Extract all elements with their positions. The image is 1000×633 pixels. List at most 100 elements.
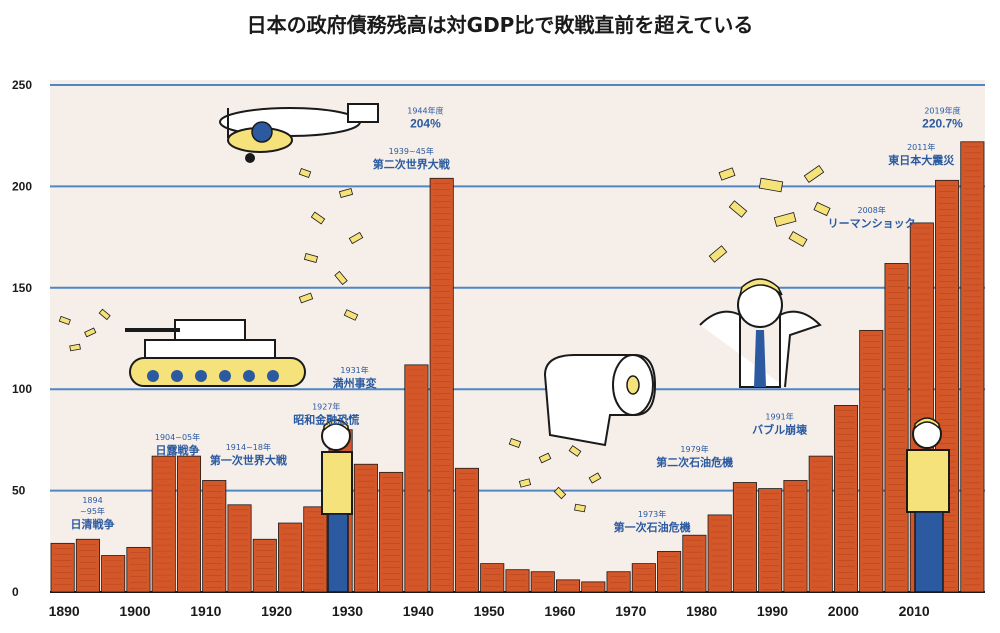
money-bills-illustration [58, 165, 831, 513]
worried-man-illustration [699, 278, 822, 388]
bar [833, 405, 859, 593]
bar [758, 488, 783, 593]
x-tick-label: 1910 [190, 603, 221, 619]
annotation-year: 1914~18年 [226, 442, 271, 452]
annotation-label: 満州事変 [333, 376, 377, 390]
bar [353, 463, 378, 593]
bar [657, 551, 682, 593]
bar [480, 563, 505, 593]
annotation-year: 2011年 [907, 142, 935, 152]
bar [732, 482, 757, 593]
annotation-year: 1939~45年 [389, 146, 434, 156]
bar [202, 480, 227, 593]
bar [303, 506, 328, 593]
annotation-year: 1991年 [765, 412, 793, 422]
annotation-value: 220.7% [922, 116, 963, 130]
annotation-year: 1973年 [638, 509, 666, 519]
annotation-label: 日清戦争 [71, 517, 115, 531]
bar [631, 563, 656, 593]
annotation-year: 2008年 [857, 205, 885, 215]
bar [606, 571, 631, 593]
annotation-year: 1904~05年 [155, 432, 200, 442]
bar [50, 542, 75, 593]
annotation-label: リーマンショック [828, 217, 916, 230]
bar [859, 329, 884, 593]
bar [556, 579, 581, 593]
annotation-label: 昭和金融恐慌 [293, 412, 359, 426]
y-tick-label: 0 [12, 585, 19, 599]
bar [278, 522, 303, 593]
x-tick-label: 1970 [615, 603, 646, 619]
y-tick-label: 50 [12, 484, 26, 498]
y-tick-label: 100 [12, 382, 32, 396]
annotation-year: 1979年 [680, 444, 708, 454]
x-tick-label: 1960 [544, 603, 575, 619]
bar [176, 455, 202, 593]
bar [379, 471, 404, 593]
annotation-label: 第二次世界大戦 [373, 157, 451, 171]
x-tick-label: 1940 [403, 603, 434, 619]
bar [960, 141, 985, 593]
bar [530, 571, 555, 593]
bar [227, 504, 252, 593]
y-axis-ticks: 0 50 100 150 200 250 [12, 78, 32, 599]
airplane-illustration [219, 103, 379, 163]
bar [75, 538, 100, 593]
x-tick-label: 2010 [899, 603, 930, 619]
thinking-man-illustration [321, 419, 353, 593]
x-tick-label: 1930 [332, 603, 363, 619]
annotation-year: 1931年 [340, 365, 368, 375]
bar [808, 455, 833, 593]
annotation-label: 第一次世界大戦 [210, 453, 288, 467]
x-tick-label: 1990 [757, 603, 788, 619]
x-tick-label: 1890 [49, 603, 80, 619]
annotation-label: 第二次石油危機 [656, 455, 733, 469]
x-tick-label: 1950 [474, 603, 505, 619]
bar [581, 581, 606, 593]
y-tick-label: 150 [12, 281, 32, 295]
bar [783, 480, 808, 593]
illustrations [58, 103, 950, 593]
y-tick-label: 250 [12, 78, 32, 92]
y-tick-label: 200 [12, 179, 32, 193]
bar [126, 546, 151, 593]
annotation-year: ~95年 [80, 506, 105, 516]
bar [429, 177, 454, 593]
bar [101, 555, 126, 593]
x-tick-label: 1900 [119, 603, 150, 619]
bars [50, 141, 985, 593]
annotation-year: 1944年度 [407, 105, 443, 115]
bar [682, 534, 707, 593]
annotation-label: 東日本大震災 [888, 153, 955, 167]
annotation-year: 1894 [82, 496, 102, 505]
bar [707, 514, 732, 593]
chart-title: 日本の政府債務残高は対GDP比で敗戦直前を超えている [247, 13, 754, 37]
annotation-year: 1927年 [312, 401, 340, 411]
bar [151, 455, 176, 593]
bar [252, 538, 277, 593]
bar [404, 364, 429, 593]
bar [454, 467, 479, 593]
thinking-man-illustration [906, 417, 950, 593]
toilet-paper-illustration [543, 354, 657, 447]
tank-illustration [125, 319, 306, 387]
x-tick-label: 2000 [828, 603, 859, 619]
annotation-label: 第一次石油危機 [614, 520, 691, 534]
